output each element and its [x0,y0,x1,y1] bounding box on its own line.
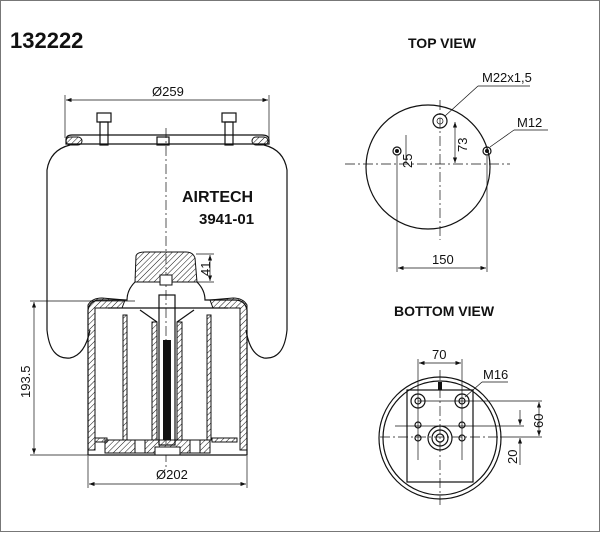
bottom-hole-spacing-label: 70 [432,347,446,362]
offset-60-label: 60 [531,414,546,428]
hole-spacing-label: 150 [432,252,454,267]
bottom-view: BOTTOM VIEW 70 M16 60 20 [378,303,546,505]
top-view-title: TOP VIEW [408,35,477,51]
offset-73-label: 73 [455,138,470,152]
bottom-thread-label: M16 [483,367,508,382]
model-label: 3941-01 [199,211,254,228]
bottom-diameter-label: Ø202 [156,467,188,482]
cap-height-label: 41 [198,262,213,276]
top-view: TOP VIEW M22x1,5 M12 73 25 150 [345,35,548,272]
top-diameter-label: Ø259 [152,84,184,99]
brand-label: AIRTECH [182,189,253,206]
side-view: Ø259 AIRTECH 3941-01 41 [18,84,288,488]
offset-25-label: 25 [400,154,415,168]
offset-20-label: 20 [505,450,520,464]
center-thread-label: M22x1,5 [482,70,532,85]
height-label: 193.5 [18,365,33,398]
part-number: 132222 [10,28,83,53]
bottom-view-title: BOTTOM VIEW [394,303,495,319]
side-thread-label: M12 [517,115,542,130]
